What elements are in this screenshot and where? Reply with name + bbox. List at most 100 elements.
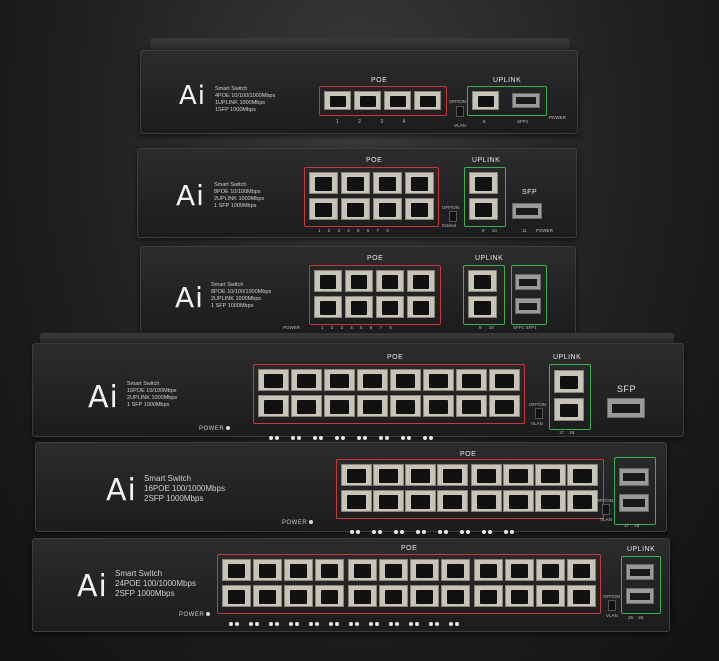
uplink-port-numbers: 9 10 — [482, 228, 497, 233]
switch-16-port: Ai Smart Switch 16POE 10/100Mbps 2UPLINK… — [32, 343, 684, 440]
rj45-port — [284, 559, 313, 581]
rj45-port — [341, 172, 370, 194]
rj45-port — [324, 91, 351, 110]
poe-port-group — [304, 167, 439, 227]
sfp-port — [626, 588, 654, 604]
rj45-port — [505, 585, 534, 607]
rj45-port — [554, 370, 584, 393]
spec-text: Smart Switch 24POE 100/1000Mbps 2SFP 100… — [115, 569, 196, 598]
rj45-port — [471, 490, 502, 512]
rj45-port — [423, 395, 454, 417]
rj45-port — [354, 91, 381, 110]
uplink-label: UPLINK — [553, 354, 582, 361]
sfp-port-numbers: 25 26 — [628, 615, 644, 620]
switch-16-port-sfp: Ai Smart Switch 16POE 100/1000Mbps 2SFP … — [35, 442, 667, 534]
rj45-port — [410, 559, 439, 581]
rj45-port — [567, 464, 598, 486]
dip-switch — [535, 408, 543, 419]
power-label: POWER — [536, 228, 554, 233]
brand-logo: Ai — [175, 281, 204, 314]
switch-4-port: Ai Smart Switch 4POE 10/100/1000Mbps 1UP… — [140, 50, 578, 134]
uplink-label: UPLINK — [627, 546, 656, 553]
vlan-label: VLAN — [531, 421, 543, 426]
port-leds — [269, 427, 435, 440]
spec-text: Smart Switch 16POE 100/1000Mbps 2SFP 100… — [144, 474, 225, 503]
rj45-port — [222, 585, 251, 607]
rj45-port — [407, 270, 435, 292]
rj45-port — [373, 198, 402, 220]
vlan-label: VLAN — [600, 517, 612, 522]
rj45-port — [437, 490, 468, 512]
switch-lid — [150, 38, 570, 50]
sfp-port — [512, 93, 540, 108]
rj45-port — [253, 559, 282, 581]
sfp-label: SFP — [522, 189, 538, 196]
rj45-port — [456, 369, 487, 391]
rj45-port — [373, 464, 404, 486]
rj45-port — [437, 464, 468, 486]
power-label: POWER — [283, 325, 301, 330]
rj45-port — [345, 296, 373, 318]
uplink-label: UPLINK — [493, 77, 522, 84]
switch-8-port-gigabit: Ai Smart Switch 8POE 10/100/1000Mbps 2UP… — [140, 246, 576, 334]
rj45-port — [405, 198, 434, 220]
sfp-port — [619, 468, 649, 486]
rj45-port — [554, 398, 584, 421]
power-label: POWER — [282, 520, 314, 526]
dip-switch — [449, 211, 457, 222]
rj45-port — [405, 490, 436, 512]
vlan-label: VLAN — [454, 123, 466, 128]
sfp-port-group — [621, 556, 661, 614]
brand-logo: Ai — [88, 380, 119, 415]
sfp-port — [626, 564, 654, 580]
rj45-port — [253, 585, 282, 607]
rj45-port — [441, 585, 470, 607]
uplink-port-group — [463, 265, 505, 325]
brand-logo: Ai — [179, 81, 207, 111]
port-numbers: 1 2 3 4 — [336, 119, 406, 125]
spec-text: Smart Switch 8POE 10/100Mbps 2UPLINK 100… — [214, 182, 265, 209]
rj45-port — [315, 559, 344, 581]
port-leds — [350, 521, 516, 534]
rj45-port — [407, 296, 435, 318]
dip-switch — [608, 600, 616, 611]
rj45-port — [489, 369, 520, 391]
rj45-port — [474, 559, 503, 581]
uplink-label: UPLINK — [475, 255, 504, 262]
poe-label: POE — [401, 545, 418, 552]
rj45-port — [384, 91, 411, 110]
switch-label: OFF/ON — [596, 498, 613, 503]
poe-port-group — [336, 459, 604, 519]
brand-logo: Ai — [176, 179, 205, 212]
rj45-port — [348, 585, 377, 607]
vlan-label: VLAN — [606, 613, 618, 618]
sfp-port — [607, 398, 645, 418]
rj45-port — [503, 464, 534, 486]
uplink-port-number: 5 — [483, 119, 486, 124]
rj45-port — [315, 585, 344, 607]
power-label: POWER — [549, 115, 567, 120]
rj45-port — [258, 395, 289, 417]
uplink-port-group — [549, 364, 591, 430]
rj45-port — [423, 369, 454, 391]
power-label: POWER — [179, 612, 211, 618]
switch-label: OFF/ON — [442, 205, 459, 210]
spec-text: Smart Switch 4POE 10/100/1000Mbps 1UPLIN… — [215, 86, 276, 113]
rj45-port — [390, 395, 421, 417]
sfp-port — [619, 494, 649, 512]
switch-8-port: Ai Smart Switch 8POE 10/100Mbps 2UPLINK … — [137, 148, 577, 238]
rj45-port — [376, 296, 404, 318]
uplink-port-group — [464, 167, 506, 227]
sfp-port-label: SFP1 — [517, 119, 529, 124]
rj45-port — [341, 198, 370, 220]
rj45-port — [373, 172, 402, 194]
rj45-port — [441, 559, 470, 581]
rj45-port — [348, 559, 377, 581]
power-label: POWER — [199, 426, 231, 432]
poe-port-group — [309, 265, 441, 325]
poe-port-group — [253, 364, 525, 424]
rj45-port — [258, 369, 289, 391]
rj45-port — [405, 464, 436, 486]
rj45-port — [567, 559, 596, 581]
